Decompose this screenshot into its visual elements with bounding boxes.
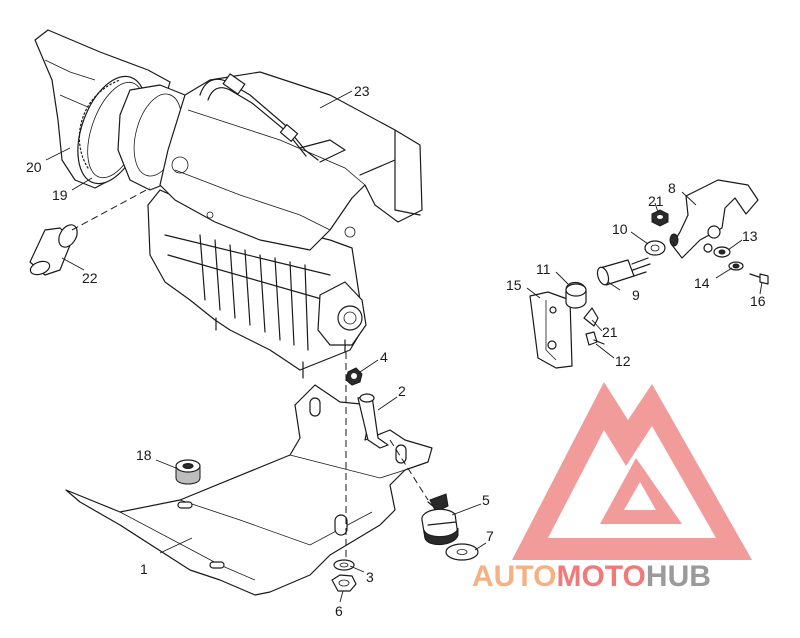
intake-clamp-teeth [78,79,121,169]
part-10-washer [644,233,679,256]
callout-11: 11 [536,261,551,277]
callout-4: 4 [380,349,388,365]
part-7-washer [445,543,479,561]
part-21-nut-upper [651,209,669,227]
part-16-bolt [749,273,769,285]
part-13-washer [713,246,731,258]
part-8-hole [707,225,721,239]
callout-13: 13 [742,228,758,244]
shroud-crease [187,109,366,186]
logo-triangle-core [624,482,656,510]
part-5-engine-mount [421,493,459,545]
part-8-hole-2 [703,243,713,253]
skid-slot-2 [395,444,407,464]
part-15-hole-2 [547,340,557,350]
callout-21-lower: 21 [602,324,618,340]
hose-fitting [222,73,246,95]
callout-1: 1 [140,561,148,577]
shroud-duct [359,129,421,216]
callout-5: 5 [482,492,490,508]
callout-22: 22 [82,270,98,286]
callout-20: 20 [26,159,42,175]
engine-fins [164,234,331,351]
coolant-hose [199,78,319,161]
part-18-spacer [175,459,201,485]
watermark-hub: HUB [646,560,711,593]
callout-12: 12 [615,353,631,369]
callout-7: 7 [486,528,494,544]
part-12-screw [585,331,605,346]
shroud-boss-3 [206,211,214,219]
part-15-hole [549,306,557,314]
alignment-line-22 [71,187,151,231]
part-11-cap [565,281,587,309]
skid-slot-1 [309,397,321,417]
shroud-boss-2 [344,226,356,238]
skid-slot-5 [209,561,225,569]
part-21-clip-lower [583,307,599,327]
watermark-logo [512,382,752,560]
watermark-moto: MOTO [556,560,645,593]
part-15-plate-inner [545,300,557,361]
part-6-nut [331,574,357,592]
leader-lines [45,90,763,603]
callout-19: 19 [52,187,68,203]
callout-21-upper: 21 [648,193,664,209]
callout-16: 16 [750,293,766,309]
callout-labels: 1 2 3 4 5 6 7 8 9 10 11 12 13 14 15 16 1… [26,83,766,619]
callout-2: 2 [398,383,406,399]
skid-slot-4 [177,501,193,509]
crank-end-inner [343,311,357,325]
part-3-washer [333,559,355,571]
hose-outlet [299,139,346,163]
part-9-standoff [596,257,651,286]
skid-slot-3 [334,514,348,536]
part-14-washer [728,261,744,271]
intake-boot-lip [44,59,96,81]
part-22-fitting [29,224,78,276]
part-8-bracket [671,179,759,259]
part-15-plate [529,291,573,369]
watermark-text: AUTOMOTOHUB [472,560,711,593]
callout-6: 6 [335,603,343,619]
callout-3: 3 [366,569,374,585]
callout-8: 8 [668,180,676,196]
crank-end [337,305,363,331]
shroud-crease-2 [174,169,331,231]
alignment-line-5 [389,439,429,501]
callout-14: 14 [694,275,710,291]
part-21-nut-hole [657,215,663,219]
skid-plate-body [65,384,433,596]
part-1-skid-plate [65,384,433,596]
skid-plate-rib-3 [289,454,406,479]
shroud-boss [171,156,189,174]
engine-assembly [34,29,423,379]
washer-2 [359,393,375,403]
engine-studs [215,317,346,379]
part-4-nut-hole [351,373,357,379]
callout-23: 23 [354,83,370,99]
callout-15: 15 [506,277,522,293]
hose-fitting-2 [279,124,299,142]
callout-18: 18 [136,447,152,463]
callout-10: 10 [612,221,628,237]
callout-9: 9 [632,287,640,303]
part-4-nut [345,367,363,386]
watermark-auto: AUTO [472,560,556,593]
coolant-hose-2 [207,87,307,157]
